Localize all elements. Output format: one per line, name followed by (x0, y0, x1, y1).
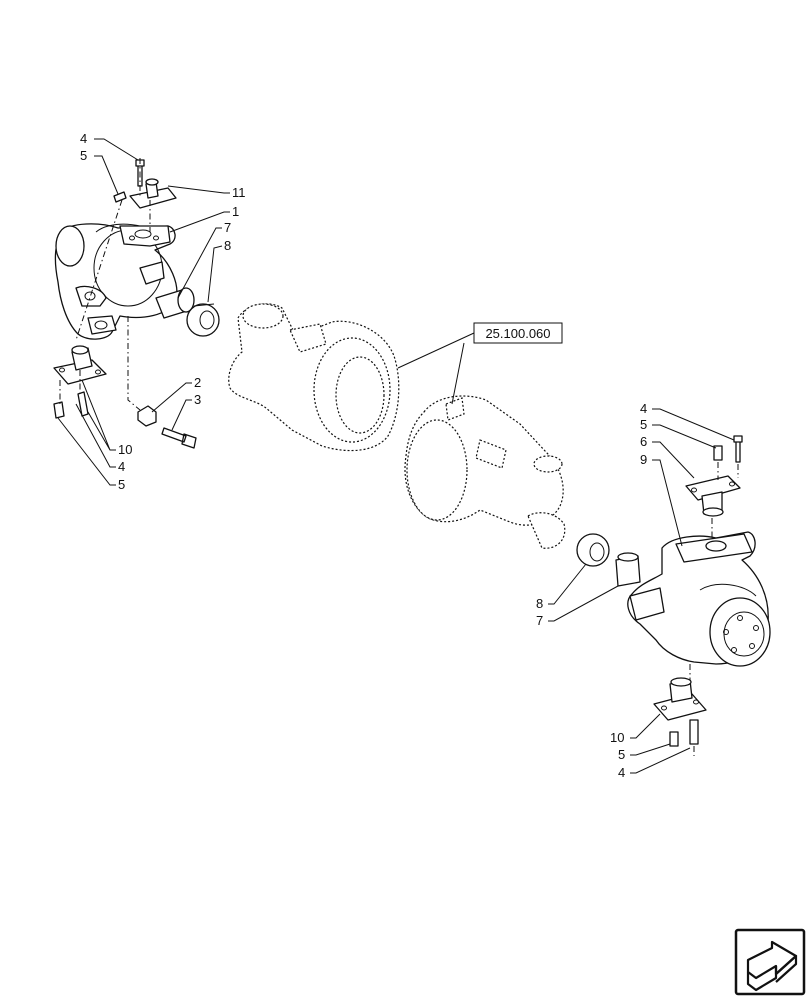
right-knuckle-group (576, 435, 771, 756)
callout-1: 1 (232, 204, 239, 219)
left-steering-knuckle (54, 223, 178, 340)
callout-2: 2 (194, 375, 201, 390)
next-page-arrow-icon[interactable] (734, 928, 806, 996)
callout-10: 10 (118, 442, 132, 457)
callout-9: 9 (640, 452, 647, 467)
reference-label-text: 25.100.060 (485, 326, 550, 341)
reference-label[interactable]: 25.100.060 (473, 322, 563, 344)
left-nut (137, 405, 157, 427)
callout-4: 4 (80, 131, 87, 146)
left-top-grease-nipple (113, 191, 127, 203)
left-lower-bolt (77, 391, 89, 417)
right-top-grease-nipple (713, 445, 723, 461)
right-lower-grease-nipple (669, 731, 679, 747)
callouts-right: 4 5 6 9 8 7 10 5 4 (536, 401, 647, 780)
right-lower-bolt (689, 719, 699, 745)
callout-5-right: 5 (640, 417, 647, 432)
callout-4-right-lower: 4 (618, 765, 625, 780)
leader-lines (57, 138, 735, 774)
callout-10-right: 10 (610, 730, 624, 745)
callout-11: 11 (232, 185, 246, 200)
callout-5: 5 (80, 148, 87, 163)
right-seal-ring (576, 533, 610, 567)
left-knuckle-group (53, 158, 220, 449)
callout-8: 8 (224, 238, 231, 253)
callout-4-right: 4 (640, 401, 647, 416)
callout-8-right: 8 (536, 596, 543, 611)
left-stop-bolt (161, 427, 197, 449)
callout-5-right-lower: 5 (618, 747, 625, 762)
callouts-left: 4 5 11 1 7 8 2 3 10 4 5 (80, 131, 246, 492)
callout-7: 7 (224, 220, 231, 235)
left-knuckle-spindle-end (55, 225, 85, 267)
callout-5-lower: 5 (118, 477, 125, 492)
callout-7-right: 7 (536, 613, 543, 628)
callout-3: 3 (194, 392, 201, 407)
right-upper-pin-cap (685, 475, 741, 501)
right-top-bolt (733, 435, 743, 463)
axle-housing-reference (228, 303, 566, 549)
callout-6: 6 (640, 434, 647, 449)
left-lower-grease-nipple (53, 401, 65, 419)
callout-4-lower: 4 (118, 459, 125, 474)
